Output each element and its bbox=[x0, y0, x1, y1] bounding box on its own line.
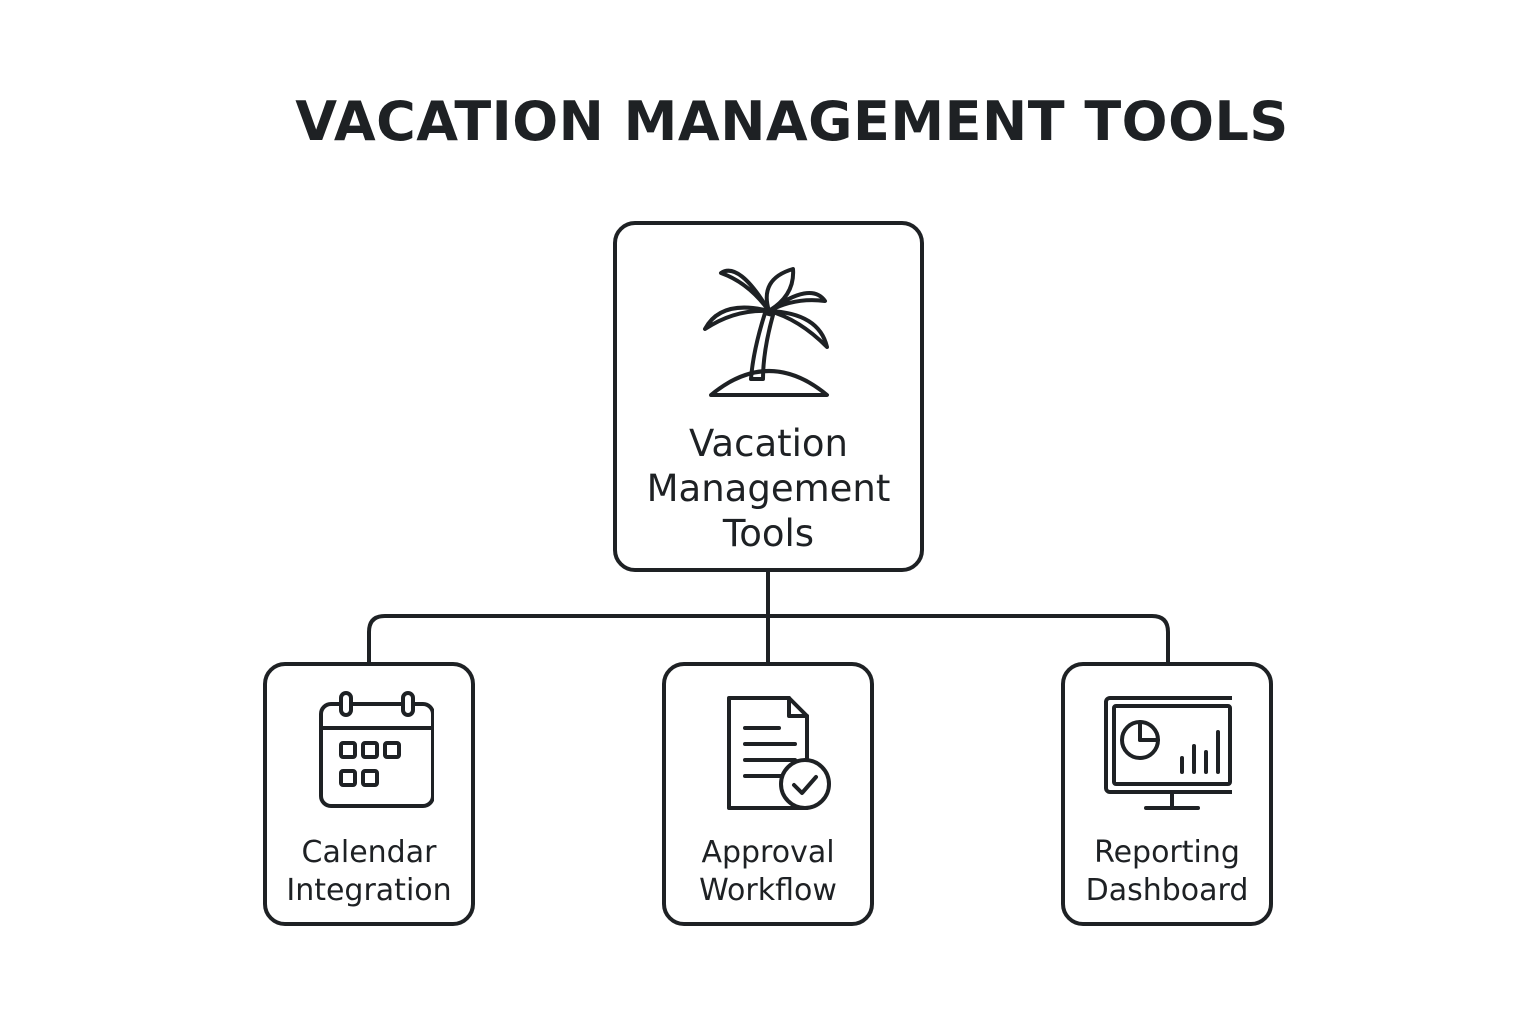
document-check-icon bbox=[727, 696, 831, 810]
palm-tree-icon bbox=[702, 267, 829, 397]
root-node-vacation-management-tools: Vacation Management Tools bbox=[613, 221, 924, 572]
diagram-title: VACATION MANAGEMENT TOOLS bbox=[295, 90, 1289, 153]
calendar-label-line-1: Calendar bbox=[301, 835, 437, 870]
approval-workflow-label: Approval Workflow bbox=[666, 834, 870, 910]
reporting-label-line-2: Dashboard bbox=[1085, 873, 1249, 908]
root-node-label: Vacation Management Tools bbox=[617, 421, 920, 556]
calendar-integration-label: Calendar Integration bbox=[267, 834, 471, 910]
child-node-calendar-integration: Calendar Integration bbox=[263, 662, 475, 926]
calendar-icon bbox=[319, 691, 434, 808]
reporting-dashboard-label: Reporting Dashboard bbox=[1065, 834, 1269, 910]
monitor-chart-icon bbox=[1104, 696, 1232, 810]
child-node-approval-workflow: Approval Workflow bbox=[662, 662, 874, 926]
root-label-line-3: Tools bbox=[722, 512, 815, 555]
reporting-label-line-1: Reporting bbox=[1094, 835, 1240, 870]
connector-horizontal-bar bbox=[367, 614, 1170, 664]
calendar-label-line-2: Integration bbox=[286, 873, 452, 908]
root-label-line-1: Vacation bbox=[688, 422, 848, 465]
approval-label-line-1: Approval bbox=[701, 835, 835, 870]
approval-label-line-2: Workflow bbox=[699, 873, 837, 908]
child-node-reporting-dashboard: Reporting Dashboard bbox=[1061, 662, 1273, 926]
root-label-line-2: Management bbox=[646, 467, 891, 510]
